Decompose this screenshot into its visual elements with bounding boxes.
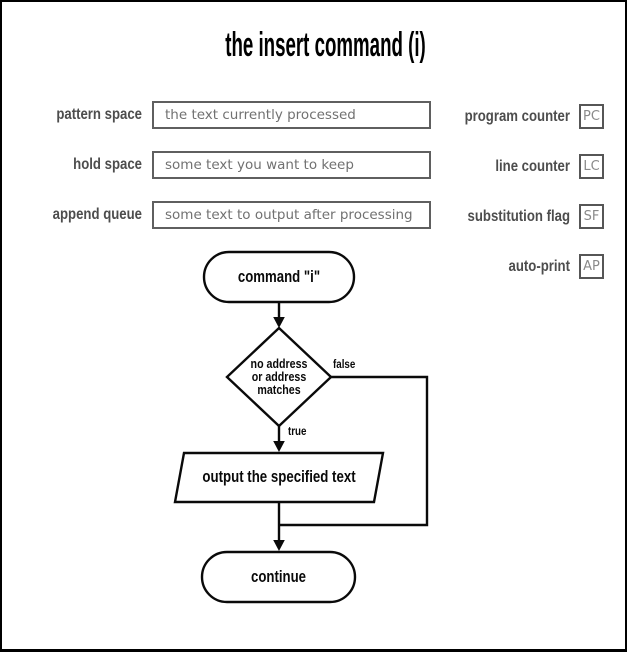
true-branch-label: true bbox=[288, 426, 307, 438]
append-queue-label: append queue bbox=[52, 206, 142, 223]
decision-line-3: matches bbox=[257, 382, 301, 397]
false-branch-connector bbox=[280, 375, 429, 527]
line-counter-box: LC bbox=[579, 154, 604, 179]
line-counter-label: line counter bbox=[495, 158, 570, 175]
end-node-label: continue bbox=[251, 568, 306, 586]
process-node-label: output the specified text bbox=[202, 467, 356, 486]
pattern-space-label: pattern space bbox=[56, 106, 142, 123]
arrowhead-into-decision bbox=[273, 317, 285, 328]
start-node-label: command "i" bbox=[237, 268, 321, 286]
auto-print-label: auto-print bbox=[508, 258, 570, 275]
arrowhead-into-end bbox=[273, 540, 285, 551]
auto-print-box: AP bbox=[579, 254, 604, 279]
pattern-space-input[interactable]: the text currently processed bbox=[152, 101, 431, 129]
substitution-flag-label: substitution flag bbox=[467, 208, 570, 225]
decision-node-label: no address or address matches bbox=[238, 357, 320, 396]
decision-line-1: no address bbox=[250, 356, 308, 371]
arrowhead-into-process bbox=[273, 441, 285, 452]
program-counter-label: program counter bbox=[464, 108, 570, 125]
end-node-shape bbox=[200, 550, 357, 604]
false-branch-label: false bbox=[333, 359, 356, 371]
program-counter-box: PC bbox=[579, 104, 604, 129]
substitution-flag-box: SF bbox=[579, 204, 604, 229]
page-title: the insert command (i) bbox=[225, 26, 426, 64]
decision-line-2: or address bbox=[251, 369, 307, 384]
process-parallelogram-shape bbox=[173, 451, 385, 504]
hold-space-input[interactable]: some text you want to keep bbox=[152, 151, 431, 179]
hold-space-label: hold space bbox=[73, 156, 142, 173]
append-queue-input[interactable]: some text to output after processing bbox=[152, 201, 431, 229]
